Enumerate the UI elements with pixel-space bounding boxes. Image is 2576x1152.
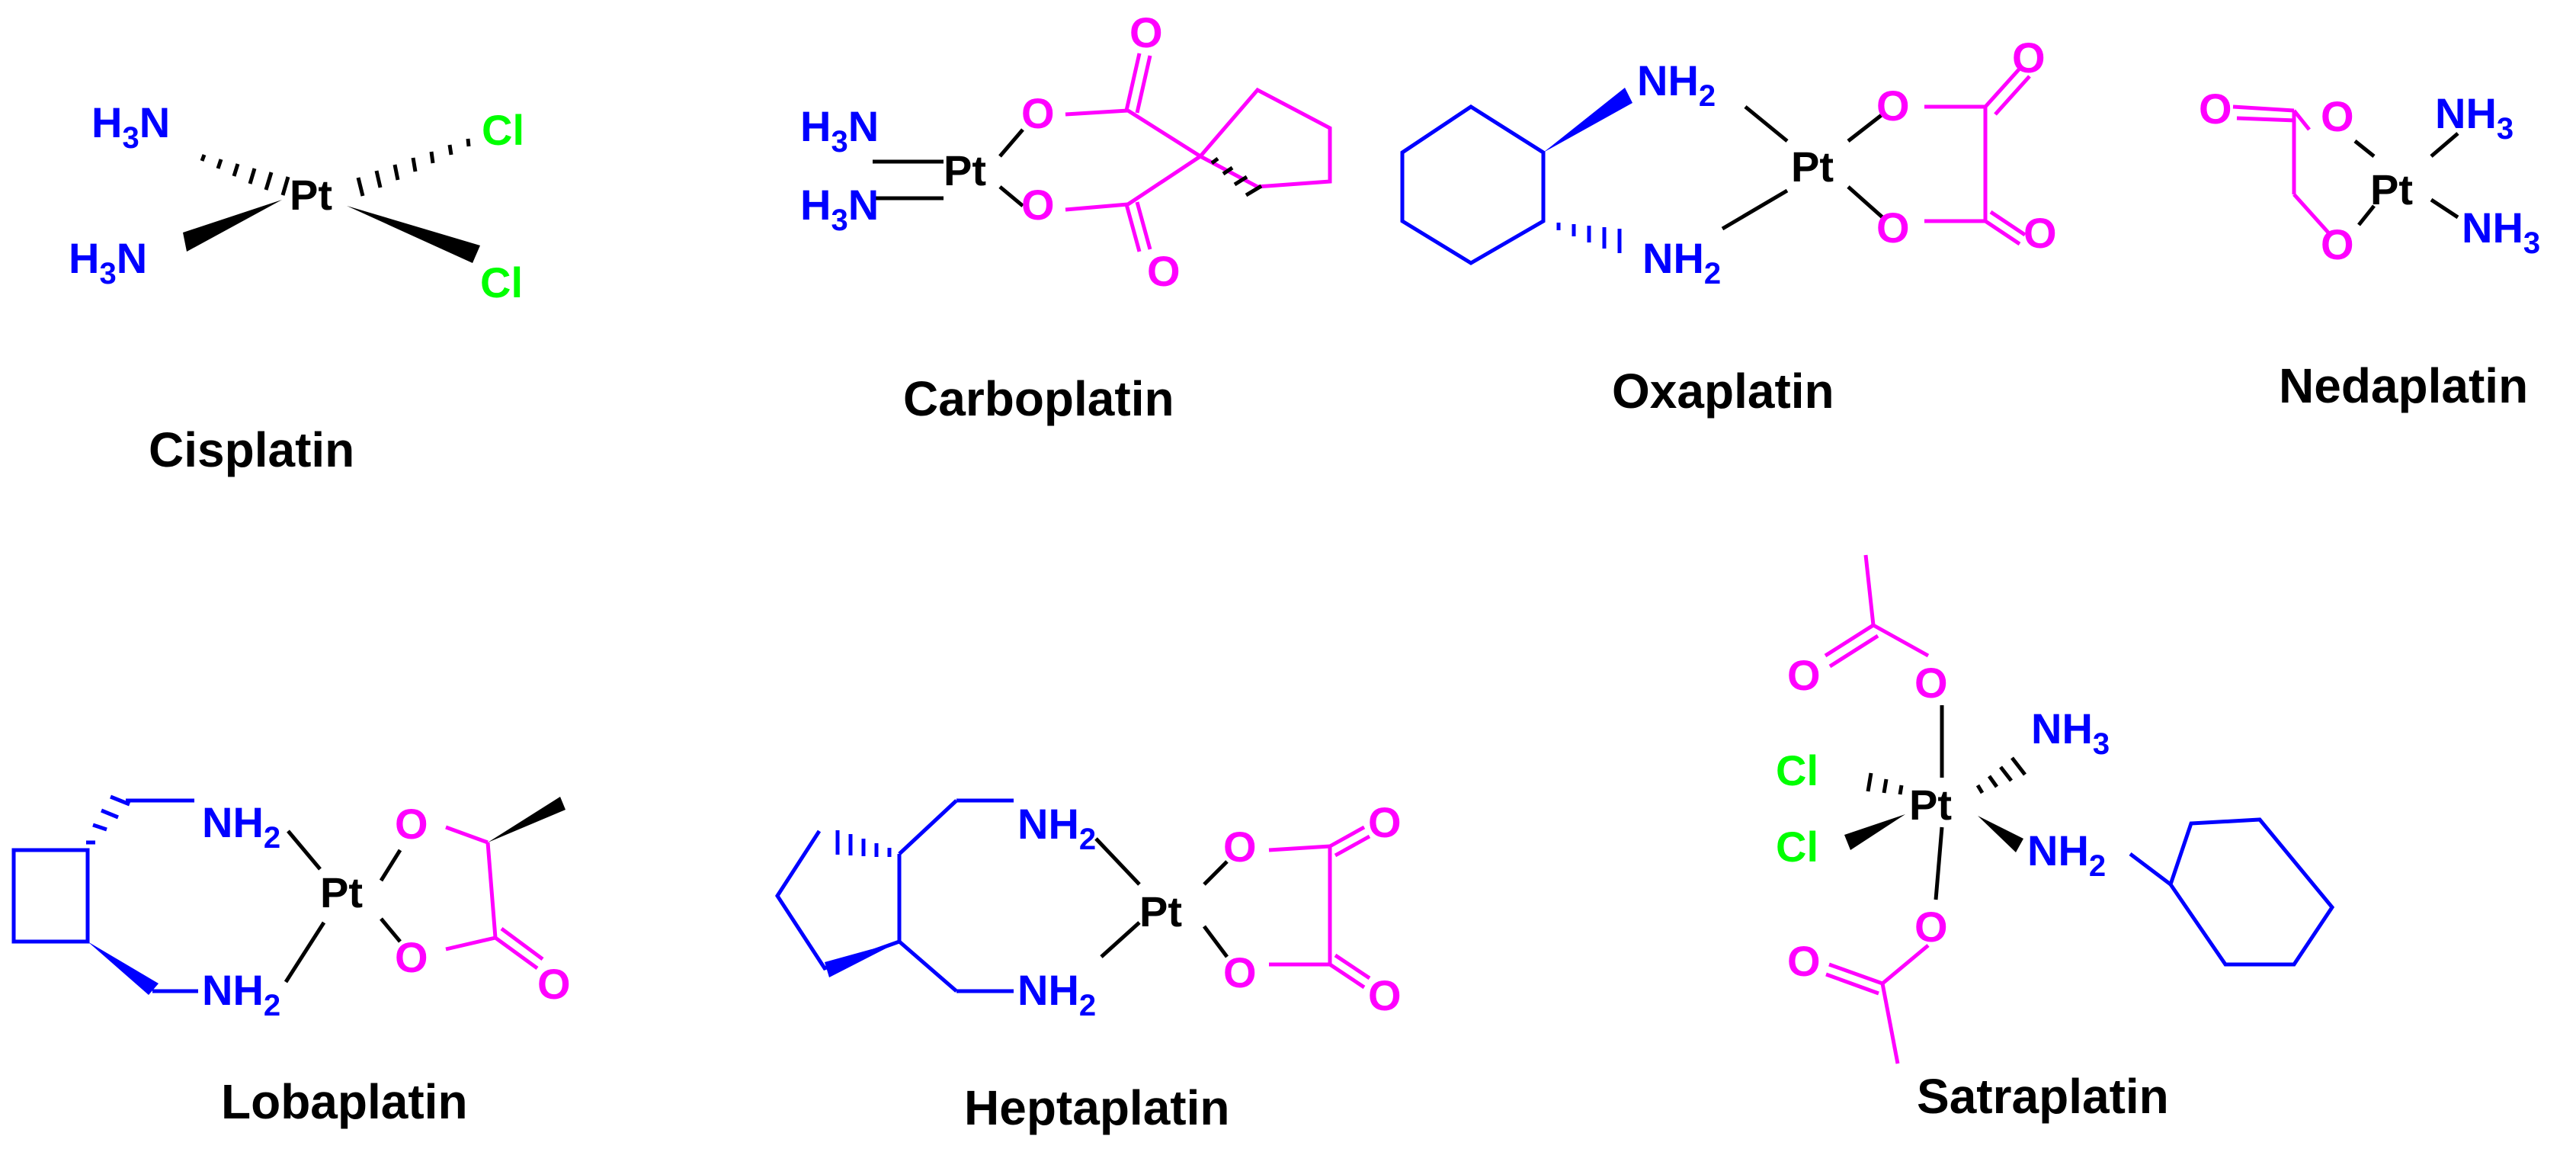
oxygen-label: O [2199, 85, 2232, 133]
platinum-atom: Pt [1791, 143, 1834, 191]
caption-heptaplatin: Heptaplatin [964, 1080, 1229, 1135]
caption-nedaplatin: Nedaplatin [2279, 358, 2528, 413]
wedge-bond [183, 200, 282, 252]
wedge-bond [1978, 816, 2023, 852]
caption-oxaplatin: Oxaplatin [1612, 364, 1834, 419]
wedge-bond [1844, 814, 1905, 850]
oxygen-label: O [1129, 8, 1163, 56]
amine-label: NH2 [202, 798, 280, 855]
wedge-bond [488, 797, 566, 842]
hashed-bond [356, 138, 471, 197]
oxygen-label: O [1368, 798, 1402, 846]
oxygen-label: O [395, 800, 428, 848]
wedge-bond [347, 206, 480, 263]
bonds-blue [898, 798, 1014, 993]
amine-label: NH2 [1017, 966, 1096, 1022]
bonds-magenta [445, 825, 544, 971]
hashed-bond [200, 154, 290, 196]
ammine-label: NH3 [2031, 704, 2110, 761]
oxygen-label: O [1223, 948, 1257, 996]
bonds-black [1934, 705, 1944, 900]
oxygen-label: O [1914, 903, 1948, 951]
bonds-black [873, 128, 1024, 207]
hashed-bond [1210, 157, 1263, 197]
platinum-atom: Pt [2370, 165, 2413, 213]
bonds-magenta [1065, 53, 1332, 252]
ammine-label: H3N [69, 234, 147, 290]
oxygen-label: O [1147, 247, 1181, 295]
platinum-atom: Pt [1139, 887, 1182, 935]
wedge-bond [88, 942, 159, 995]
amine-label: NH2 [2027, 826, 2106, 883]
platinum-atom: Pt [944, 146, 986, 194]
bonds-black [284, 830, 402, 984]
chloride-label: Cl [1776, 823, 1818, 871]
carboplatin-structure: Pt H3N H3N O O O O [800, 8, 1332, 295]
bonds-magenta [1824, 554, 1930, 1064]
ammine-label: H3N [91, 98, 170, 155]
hashed-bond [1556, 223, 1622, 253]
oxygen-label: O [395, 933, 428, 981]
oxygen-label: O [1787, 937, 1821, 985]
hashed-bond [86, 794, 130, 845]
oxygen-label: O [1368, 971, 1402, 1019]
nedaplatin-structure: Pt O O O NH3 NH3 [2199, 85, 2540, 268]
heptaplatin-structure: Pt NH2 NH2 O O O O [775, 798, 1402, 1022]
amine-label: NH2 [1637, 56, 1716, 113]
oxygen-label: O [1021, 181, 1055, 229]
oxygen-label: O [1787, 651, 1821, 699]
wedge-bond [825, 942, 899, 977]
oxygen-label: O [2023, 209, 2057, 257]
bonds-black [1721, 105, 1884, 231]
platinum-atom: Pt [320, 868, 363, 916]
platinum-atom: Pt [290, 171, 332, 219]
bonds-blue [126, 798, 198, 993]
oxygen-label: O [1021, 89, 1055, 137]
bonds-black [1094, 837, 1229, 958]
platinum-atom: Pt [1909, 781, 1952, 829]
oxygen-label: O [1876, 204, 1910, 252]
ammine-label: H3N [800, 181, 879, 237]
amine-label: NH2 [1017, 800, 1096, 856]
ammine-label: H3N [800, 102, 879, 159]
hashed-bond [1975, 756, 2027, 794]
caption-carboplatin: Carboplatin [903, 371, 1174, 426]
bonds-magenta [1268, 825, 1371, 990]
oxaplatin-structure: Pt NH2 NH2 O O O O [1400, 34, 2057, 290]
caption-lobaplatin: Lobaplatin [221, 1074, 468, 1129]
ammine-label: NH3 [2435, 89, 2514, 146]
oxygen-label: O [2321, 220, 2354, 268]
bonds-magenta [1924, 67, 2031, 246]
oxygen-label: O [1876, 82, 1910, 130]
wedge-bond [1543, 88, 1632, 152]
lobaplatin-structure: Pt NH2 NH2 O O O [11, 794, 571, 1022]
oxygen-label: O [1914, 659, 1948, 707]
bonds-blue [2129, 817, 2335, 967]
chloride-label: Cl [1776, 746, 1818, 794]
bonds-black [2353, 132, 2459, 226]
caption-cisplatin: Cisplatin [149, 422, 354, 477]
hashed-bond [835, 830, 892, 857]
oxygen-label: O [2321, 92, 2354, 140]
chloride-label: Cl [480, 258, 523, 306]
hashed-bond [1866, 772, 1904, 795]
oxygen-label: O [1223, 823, 1257, 871]
cisplatin-structure: Pt H3N H3N Cl Cl [69, 98, 524, 306]
caption-satraplatin: Satraplatin [1917, 1069, 2169, 1124]
amine-label: NH2 [202, 966, 280, 1022]
satraplatin-structure: Pt O O O O Cl Cl NH3 NH2 [1776, 554, 2335, 1064]
oxygen-label: O [2012, 34, 2046, 82]
chloride-label: Cl [482, 106, 524, 154]
bonds-magenta [2232, 104, 2330, 234]
oxygen-label: O [537, 960, 571, 1008]
ammine-label: NH3 [2462, 204, 2540, 260]
amine-label: NH2 [1642, 234, 1721, 290]
